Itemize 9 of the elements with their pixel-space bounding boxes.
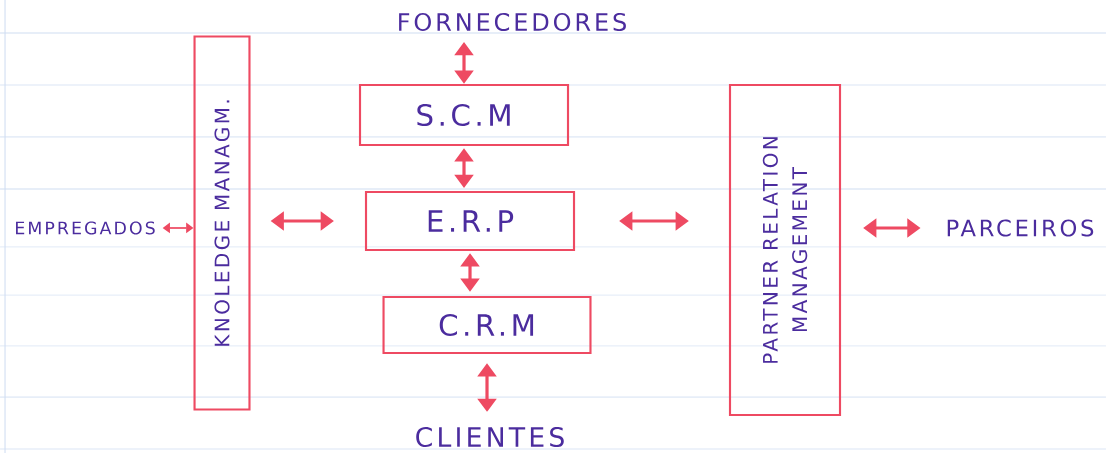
system-box: PARTNER RELATION MANAGEMENT [728,83,842,417]
system-box: E.R.P [364,190,576,252]
system-box: S.C.M [358,83,570,147]
system-box: KNOLEDGE MANAGM. [193,35,251,411]
node-label: CLIENTES [416,426,564,448]
node-label: FORNECEDORES [399,12,626,32]
node-label: EMPREGADOS [16,221,155,235]
system-box: C.R.M [382,295,592,355]
node-label: PARCEIROS [947,219,1094,237]
